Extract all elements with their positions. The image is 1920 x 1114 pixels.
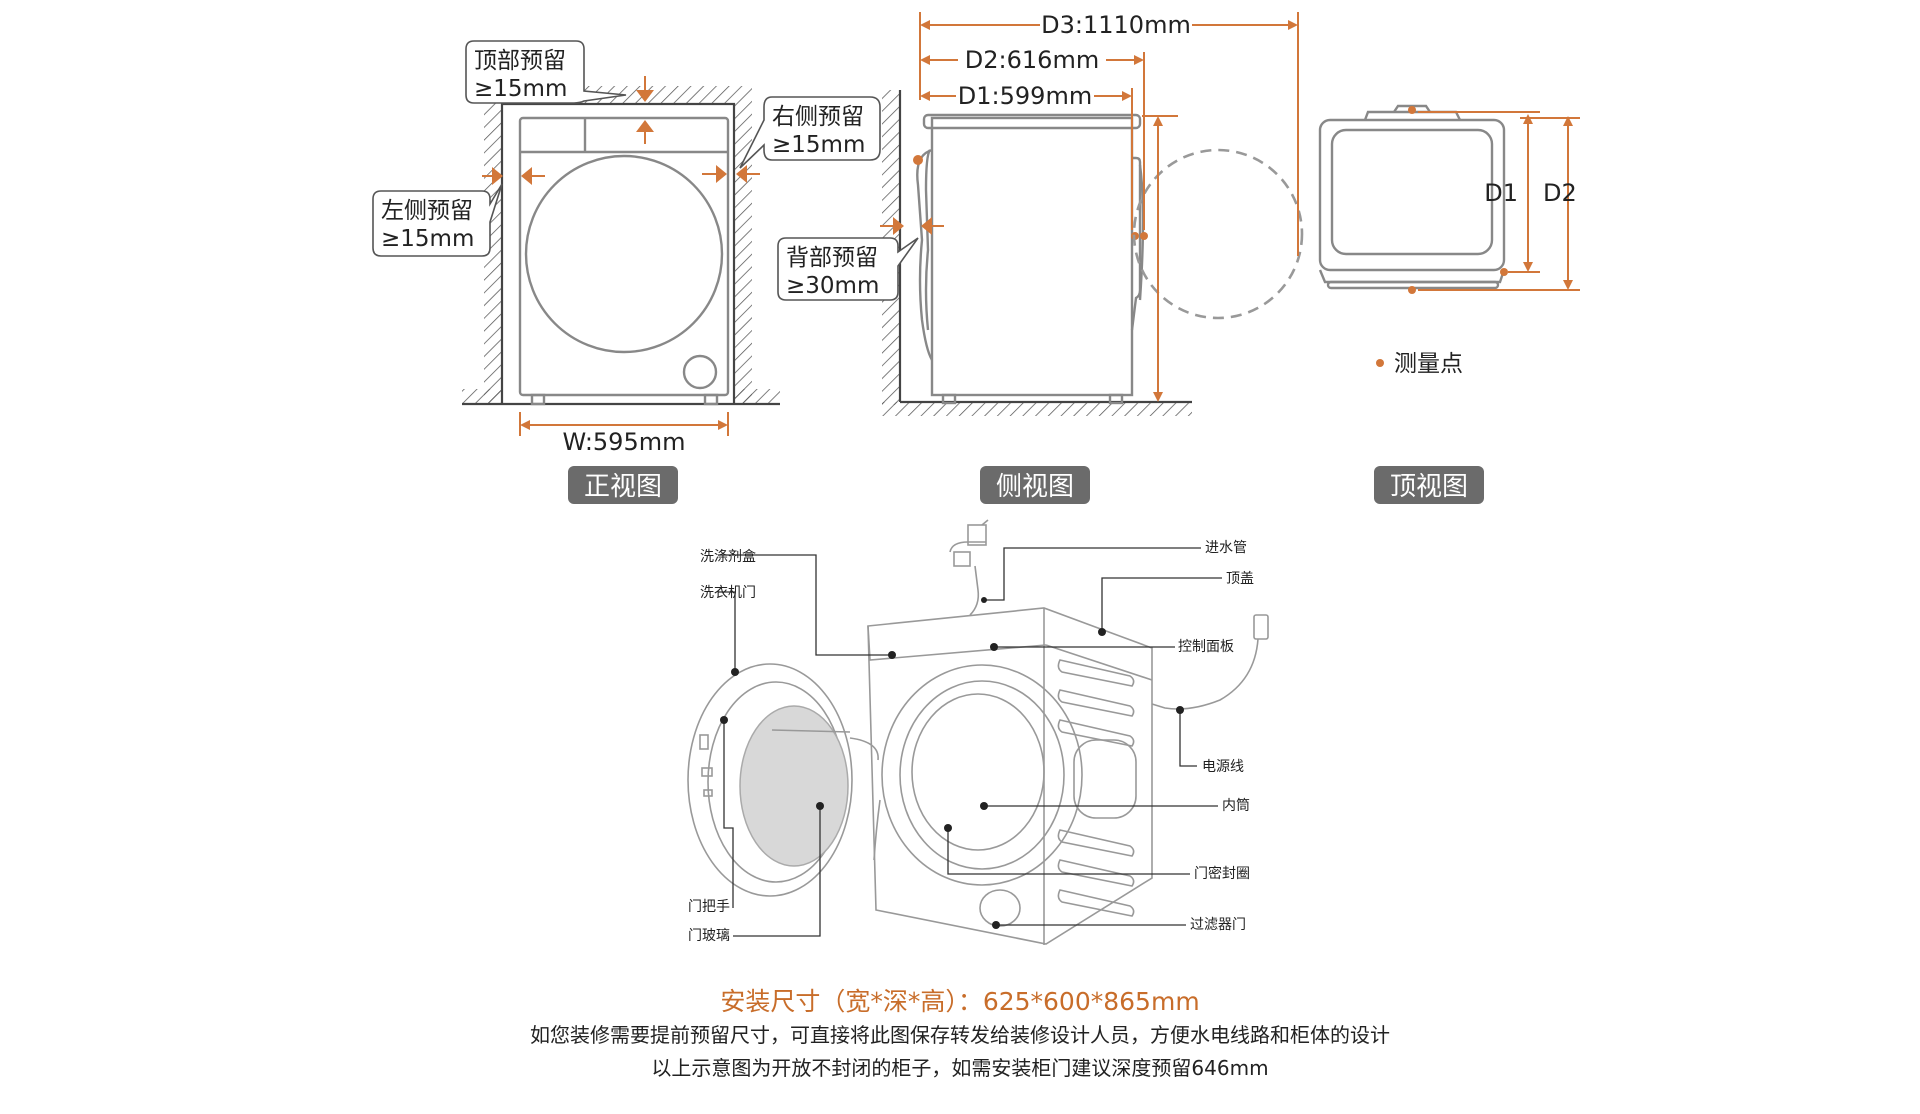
isometric-view: 洗涤剂盒 洗衣机门 门把手 门玻璃 进水管 顶盖 控制面板 电源线 内筒 门密封… [687,519,1269,945]
top-d1-label: D1 [1484,179,1518,207]
top-clearance-value: ≥15mm [474,76,567,102]
front-view-tag: 正视图 [568,466,678,504]
top-view: D1 D2 测量点 顶视图 [1318,104,1580,504]
top-clearance-callout [465,40,627,104]
label-detergent-box: 洗涤剂盒 [700,548,756,565]
side-view: D3:1110mm D2:616mm D1:599mm 背部预留 ≥30mm 侧… [777,11,1304,504]
front-door-circle [524,154,724,354]
top-view-tag: 顶视图 [1374,466,1484,504]
right-wall-hatch [734,104,752,404]
label-door: 洗衣机门 [700,585,756,601]
front-view: W:595mm 顶部预留 ≥15mm 右侧预留 ≥15mm 左侧预留 ≥15mm… [372,40,881,504]
front-machine-body [518,116,730,397]
front-view-title: 正视图 [584,472,662,502]
top-machine-body [1318,118,1506,272]
left-clearance-title: 左侧预留 [381,198,473,224]
side-view-tag: 侧视图 [980,466,1090,504]
label-power-cord: 电源线 [1202,759,1244,775]
install-size: 安装尺寸（宽*深*高）：625*600*865mm [720,987,1200,1016]
side-view-title: 侧视图 [996,472,1074,502]
top-arrow-up [636,120,654,132]
top-view-title: 顶视图 [1390,472,1468,502]
d3-label: D3:1110mm [1041,11,1191,39]
note-line-1: 如您装修需要提前预留尺寸，可直接将此图保存转发给装修设计人员，方便水电线路和柜体… [530,1023,1390,1047]
back-clearance-value: ≥30mm [786,273,879,299]
measure-point-icon [1376,359,1384,367]
back-clearance-title: 背部预留 [786,245,878,271]
iso-door-glass [739,705,849,867]
label-door-seal: 门密封圈 [1194,865,1250,882]
label-inlet: 进水管 [1205,540,1247,556]
right-clearance-value: ≥15mm [772,132,865,158]
iso-machine-body [867,607,1153,945]
right-clearance-callout [739,96,881,169]
label-top-cover: 顶盖 [1226,571,1254,587]
label-drum: 内筒 [1222,797,1250,814]
label-handle: 门把手 [688,899,730,915]
d2-label: D2:616mm [965,46,1099,74]
note-line-2: 以上示意图为开放不封闭的柜子，如需安装柜门建议深度预留646mm [651,1056,1269,1080]
measure-point-legend: 测量点 [1394,351,1463,377]
top-d2-label: D2 [1543,179,1577,207]
d1-label: D1:599mm [958,82,1092,110]
width-label: W:595mm [563,428,686,456]
side-machine-body [930,116,1134,397]
left-clearance-value: ≥15mm [381,226,474,252]
right-clearance-title: 右侧预留 [772,104,864,130]
iso-open-door [687,663,853,897]
back-clearance-callout [777,237,919,301]
bottom-text: 安装尺寸（宽*深*高）：625*600*865mm 如您装修需要提前预留尺寸，可… [0,985,1920,1085]
door-swing-circle [1132,148,1304,320]
label-glass: 门玻璃 [688,927,730,944]
left-clearance-callout [372,183,503,257]
iso-faucet [949,519,989,567]
top-arrow-down [636,90,654,102]
top-clearance-title: 顶部预留 [474,48,566,74]
label-filter-door: 过滤器门 [1190,917,1246,933]
label-control-panel: 控制面板 [1178,639,1234,655]
front-filter-circle [682,354,718,390]
